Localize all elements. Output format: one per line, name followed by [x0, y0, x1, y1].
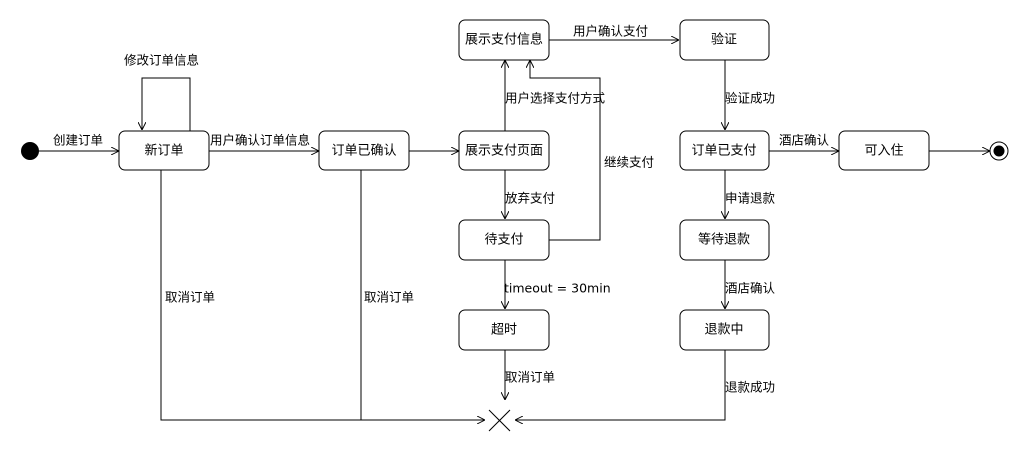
state-order-confirmed[interactable]: 订单已确认 — [318, 130, 410, 171]
label-cancel-order-timeout: 取消订单 — [505, 370, 555, 385]
label-abandon-payment: 放弃支付 — [505, 191, 555, 206]
label-continue-payment: 继续支付 — [604, 155, 654, 170]
state-label: 验证 — [711, 32, 737, 48]
label-modify-order-info: 修改订单信息 — [124, 53, 199, 68]
initial-node — [21, 142, 39, 160]
edge-refunding-to-cross — [515, 350, 726, 420]
state-show-payment-page[interactable]: 展示支付页面 — [458, 130, 550, 171]
label-cancel-order-confirmed: 取消订单 — [364, 290, 414, 305]
edge-labels: 创建订单 修改订单信息 用户确认订单信息 用户选择支付方式 用户确认支付 验证成… — [53, 24, 830, 395]
state-verify[interactable]: 验证 — [679, 19, 770, 61]
label-apply-refund: 申请退款 — [725, 191, 776, 206]
state-label: 展示支付页面 — [465, 144, 543, 159]
edges — [38, 40, 990, 420]
label-hotel-confirm-refund: 酒店确认 — [725, 281, 776, 296]
state-label: 等待退款 — [698, 232, 750, 248]
state-label: 新订单 — [144, 143, 183, 159]
label-create-order: 创建订单 — [53, 133, 103, 148]
label-timeout-30min: timeout = 30min — [504, 281, 611, 296]
label-user-select-payment-method: 用户选择支付方式 — [505, 91, 606, 106]
state-order-paid[interactable]: 订单已支付 — [679, 130, 770, 171]
state-timeout[interactable]: 超时 — [458, 309, 550, 351]
label-user-confirm-payment: 用户确认支付 — [573, 24, 648, 39]
state-refunding[interactable]: 退款中 — [679, 309, 770, 351]
state-label: 订单已支付 — [691, 144, 756, 159]
edge-new-order-self-loop — [142, 77, 191, 131]
label-hotel-confirm-checkin: 酒店确认 — [779, 133, 830, 148]
state-new-order[interactable]: 新订单 — [118, 130, 210, 171]
state-pending-payment[interactable]: 待支付 — [458, 219, 550, 261]
state-label: 展示支付信息 — [465, 32, 543, 48]
state-waiting-refund[interactable]: 等待退款 — [679, 219, 770, 261]
label-cancel-order-new: 取消订单 — [165, 290, 215, 305]
edge-pending-to-payment-info — [530, 60, 601, 241]
edge-new-order-cancel — [160, 170, 485, 420]
state-label: 订单已确认 — [331, 144, 396, 159]
state-label: 待支付 — [484, 233, 523, 248]
state-label: 可入住 — [864, 144, 903, 159]
state-show-payment-info[interactable]: 展示支付信息 — [458, 19, 550, 61]
label-refund-success: 退款成功 — [725, 380, 775, 395]
state-label: 超时 — [491, 323, 517, 338]
state-label: 退款中 — [704, 323, 743, 338]
label-verify-success: 验证成功 — [725, 91, 775, 106]
final-node — [989, 141, 1009, 161]
state-check-in-available[interactable]: 可入住 — [838, 130, 930, 171]
terminate-node — [488, 409, 511, 432]
label-user-confirm-order-info: 用户确认订单信息 — [210, 133, 310, 148]
